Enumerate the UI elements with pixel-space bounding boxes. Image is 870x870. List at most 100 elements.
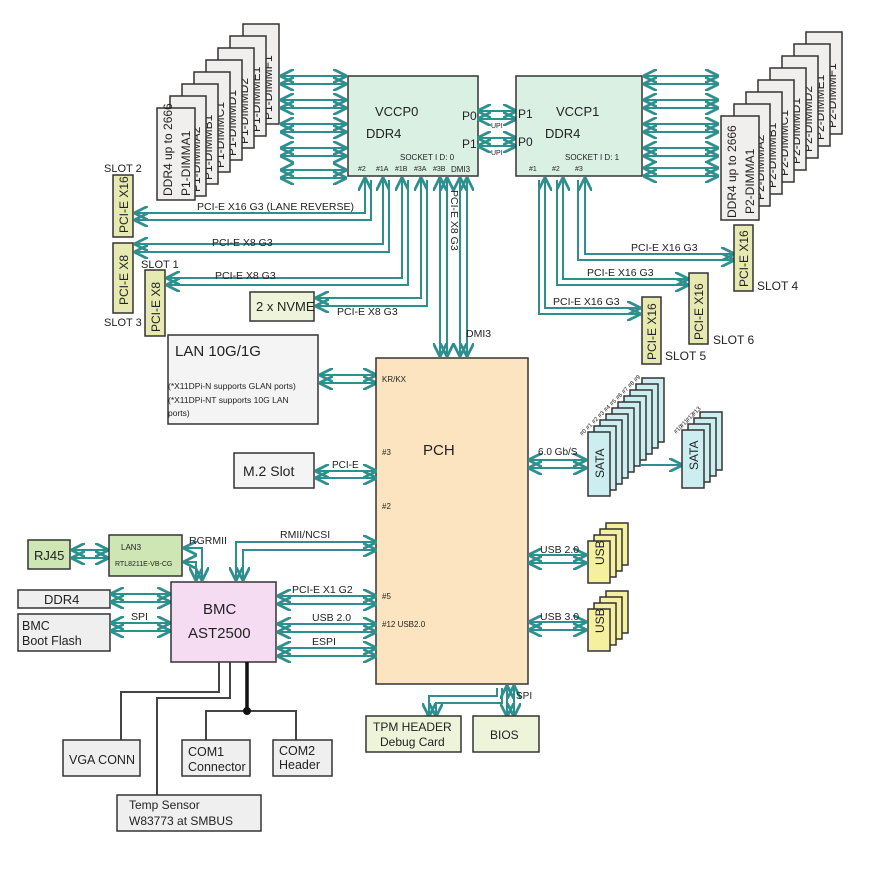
bios-spi-label: SPI [516, 691, 532, 702]
slot5-label: SLOT 5 [665, 349, 706, 363]
slot2-bus-label: PCI-E X16 G3 (LANE REVERSE) [197, 201, 354, 213]
pch-name: PCH [423, 442, 455, 459]
slot4-type: PCI-E X16 [737, 230, 751, 287]
tpm-header[interactable] [365, 715, 462, 753]
m2-bus-label: PCI-E [332, 460, 359, 471]
lan3-block: LAN3 RTL8211E-VB-CG RGRMII [108, 534, 227, 578]
slot4-pcie-x16[interactable] [733, 224, 754, 292]
cpu1-port-2: #2 [552, 166, 560, 173]
cpu0-p1: P1 [462, 137, 477, 151]
sata-port-label: #5 [609, 398, 618, 407]
sata-ext-port-label: #13 [691, 406, 703, 418]
pch-port-3: #3 [382, 448, 391, 457]
sata-port-label: #2 [591, 416, 600, 425]
com1-block: COM1 Connector [181, 739, 251, 777]
bmc-pcie-label: PCI-E X1 G2 [292, 584, 353, 596]
lan-block: LAN 10G/1G (*X11DPi-N supports GLAN port… [167, 334, 374, 425]
sata-port-label: #7 [621, 386, 630, 395]
rj45-port[interactable] [27, 539, 71, 570]
com1-line2: Connector [188, 760, 246, 774]
com1-connector[interactable] [181, 739, 251, 777]
bmc-peripheral-wires [120, 662, 297, 795]
nvme-bus-label: PCI-E X8 G3 [337, 306, 398, 318]
bios-block: BIOS [472, 715, 540, 753]
p2-dimm-stack: P2-DIMMF1 P2-DIMME1 P2-DIMMD2 P2-DIMMD1 … [720, 31, 843, 221]
pch-port-5: #5 [382, 592, 391, 601]
com2-block: COM2 Header [272, 739, 333, 777]
cpu0-p0: P0 [462, 109, 477, 123]
sata-label: SATA [593, 448, 607, 478]
sata-card[interactable] [587, 431, 611, 497]
p1-dimm-header: DDR4 up to 2666 [161, 103, 175, 196]
pch-block: PCH KR/KX #3 #2 #5 #12 USB2.0 [375, 357, 529, 685]
bmc-line1: BMC [203, 601, 237, 618]
slot1-pcie-x8[interactable] [144, 269, 166, 337]
slot3-pcie-x8[interactable] [112, 242, 134, 314]
bmc-usb-label: USB 2.0 [312, 612, 351, 624]
cpu0-port-1a: #1A [376, 166, 389, 173]
slot2-pcie-x16[interactable] [112, 174, 134, 238]
slot3-bus-label: PCI-E X8 G3 [212, 237, 273, 249]
vga-connector[interactable] [62, 739, 141, 777]
rmii-ncsi-link: RMII/NCSI [236, 529, 374, 578]
right-pcie-slots: PCI-E X16 SLOT 4 PCI-E X16 SLOT 6 PCI-E … [641, 224, 798, 365]
p1-dimm-1-label: P1-DIMMA1 [179, 130, 193, 196]
com2-line1: COM2 [279, 744, 315, 758]
usb3-label: USB [593, 608, 607, 633]
bmc-ddr4-block: DDR4 [17, 590, 168, 608]
sata-ext-port-label: #10 [673, 424, 685, 436]
sata-port-label: #9 [633, 374, 642, 383]
cpu0-port-2: #2 [358, 166, 366, 173]
junction-dot [243, 707, 251, 715]
slot1-bus-label: PCI-E X8 G3 [215, 270, 276, 282]
pch-port-2: #2 [382, 502, 391, 511]
tpm-line1: TPM HEADER [373, 720, 452, 734]
bmc-espi-label: ESPI [312, 636, 336, 648]
pch-port-krkx: KR/KX [382, 375, 407, 384]
p1-dimm-stack: P1-DIMMF1 P1-DIMME1 P1-DIMMD2 P1-DIMMD1 … [156, 23, 280, 201]
cpu0-pch-dmi-label: DMI3 [466, 328, 491, 340]
spi-label: SPI [131, 611, 148, 623]
rgrmii-label: RGRMII [189, 535, 227, 547]
tpm-line2: Debug Card [380, 735, 445, 749]
slot6-bus-label: PCI-E X16 G3 [587, 267, 654, 279]
cpu0-port-1b: #1B [395, 166, 408, 173]
upi-label-2: UPI [491, 150, 503, 157]
upi-links: UPI UPI [480, 111, 514, 157]
boot-flash-line2: Boot Flash [22, 634, 82, 648]
com2-header[interactable] [272, 739, 333, 777]
m2-slot[interactable] [233, 452, 315, 489]
slot6-pcie-x16[interactable] [688, 272, 709, 345]
slot3-label: SLOT 3 [104, 317, 142, 329]
usb2-card[interactable] [587, 540, 611, 584]
upi-label-1: UPI [491, 123, 503, 130]
sata-ext-card[interactable] [681, 429, 705, 489]
cpu1-mem: DDR4 [545, 126, 580, 141]
slot5-pcie-x16[interactable] [641, 296, 662, 365]
bmc-ddr4-label: DDR4 [44, 592, 79, 607]
sata-ext-port-label: #11 [679, 418, 690, 429]
slot6-label: SLOT 6 [713, 333, 754, 347]
nvme-block: 2 x NVME [249, 291, 315, 322]
usb3-card[interactable] [587, 608, 611, 652]
cpu1-pcie-buses: PCI-E X16 G3 PCI-E X16 G3 PCI-E X16 G3 [538, 180, 732, 314]
temp-line2: W83773 at SMBUS [129, 814, 233, 828]
slot4-label: SLOT 4 [757, 279, 798, 293]
cpu1-p0: P0 [518, 135, 533, 149]
cpu0-pcie-buses: PCI-E X16 G3 (LANE REVERSE) PCI-E X8 G3 … [137, 180, 428, 318]
usb3-bus-label: USB 3.0 [540, 611, 579, 623]
slot1-type: PCI-E X8 [149, 282, 163, 332]
usb2-bus-label: USB 2.0 [540, 544, 579, 556]
cpu0-port-3b: #3B [433, 166, 446, 173]
lan-note-1: (*X11DPi-N supports GLAN ports) [168, 381, 296, 391]
boot-flash-block: BMC Boot Flash SPI [17, 611, 168, 652]
cpu1-socket: SOCKET I D: 1 [565, 153, 620, 162]
cpu0-pch-links: PCI-E X8 G3 DMI3 [440, 180, 491, 354]
slot2-type: PCI-E X16 [117, 176, 131, 233]
cpu0-mem: DDR4 [366, 126, 401, 141]
pch-port-12: #12 USB2.0 [382, 620, 426, 629]
cpu0-socket: SOCKET I D: 0 [400, 153, 455, 162]
rj45-block: RJ45 [27, 539, 106, 570]
